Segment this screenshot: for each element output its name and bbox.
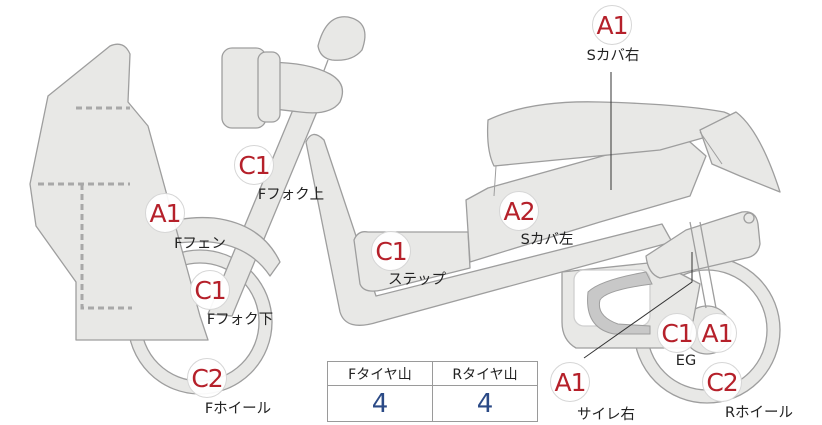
rear-body: [465, 139, 707, 263]
rear-tread-value: 4: [432, 385, 538, 422]
grade-marker: A1: [145, 193, 185, 233]
grade-marker: A1: [592, 5, 632, 45]
part-label: Sカバ左: [520, 232, 574, 248]
grade-marker: C1: [190, 270, 230, 310]
grade-marker: C1: [371, 231, 411, 271]
part-label: ステップ: [388, 272, 446, 288]
grade-marker: A1: [697, 313, 737, 353]
part-label: Rホイール: [724, 405, 794, 421]
front-body: [29, 43, 209, 341]
part-label: サイレ右: [577, 407, 635, 423]
front-tread-header: Fタイヤ山: [327, 361, 433, 386]
part-label: Fフェン: [174, 236, 226, 252]
part-label: Fホイール: [204, 401, 272, 417]
part-label: EG: [675, 353, 697, 369]
grade-marker: C1: [657, 313, 697, 353]
tire-tread-table: Fタイヤ山 Rタイヤ山 4 4: [327, 361, 538, 422]
part-label: Fフォク上: [257, 187, 325, 203]
part-label: Fフォク下: [206, 312, 274, 328]
mirror: [317, 16, 366, 61]
floor-frame: [305, 133, 673, 326]
grade-marker: C2: [187, 358, 227, 398]
grade-marker: C1: [234, 145, 274, 185]
grade-marker: C2: [702, 362, 742, 402]
tail: [699, 111, 781, 193]
front-tread-value: 4: [327, 385, 433, 422]
grade-marker: A2: [499, 191, 539, 231]
part-label: Sカバ右: [586, 48, 640, 64]
grade-marker: A1: [550, 362, 590, 402]
rear-tread-header: Rタイヤ山: [432, 361, 538, 386]
